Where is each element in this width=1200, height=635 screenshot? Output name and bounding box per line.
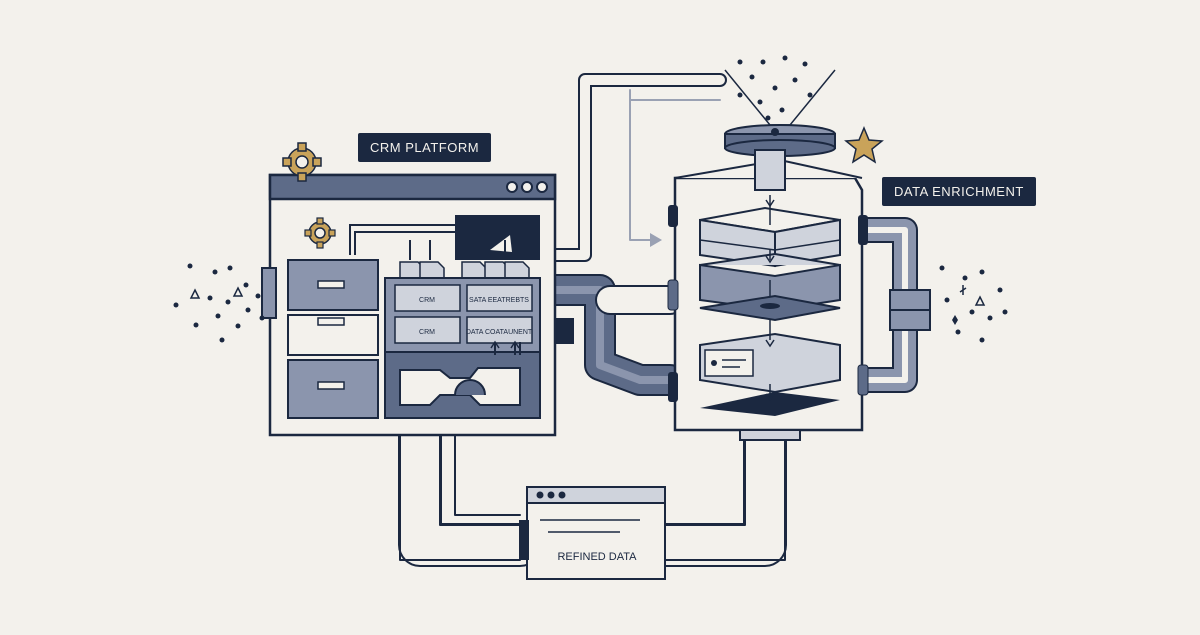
cell-label: SATA EEATREBTS [469,297,529,304]
cell-label: DATA COATAUNENT [466,329,533,336]
refined-data-label: REFINED DATA [557,551,637,563]
dark-panel [455,215,540,260]
window-dot [536,181,548,193]
funnel [724,69,836,157]
drawer [287,359,379,419]
window-dot [521,181,533,193]
gear-icon [282,142,322,182]
sparkle-icon [952,315,958,325]
input-particles [173,263,265,343]
input-port [261,267,277,319]
star-icon [844,126,884,164]
file-tabs [399,261,530,279]
data-enrichment-label: DATA ENRICHMENT [882,177,1036,206]
falling-particles [737,55,813,121]
enrichment-tank [667,149,869,441]
cell-label: CRM [419,297,435,304]
crm-cell [394,284,461,312]
refined-data-window: REFINED DATA [519,486,666,580]
window-dot [506,181,518,193]
crm-window: CRM SATA EEATREBTS CRM DATA COATAUNENT [261,173,557,437]
data-cell [466,316,533,344]
crm-platform-label: CRM PLATFORM [358,133,492,162]
gear-icon [304,217,336,249]
sata-cell [466,284,533,312]
output-particles [939,265,1008,343]
crm-cell [394,316,461,344]
pipes [398,73,918,567]
cell-label: CRM [419,329,435,336]
